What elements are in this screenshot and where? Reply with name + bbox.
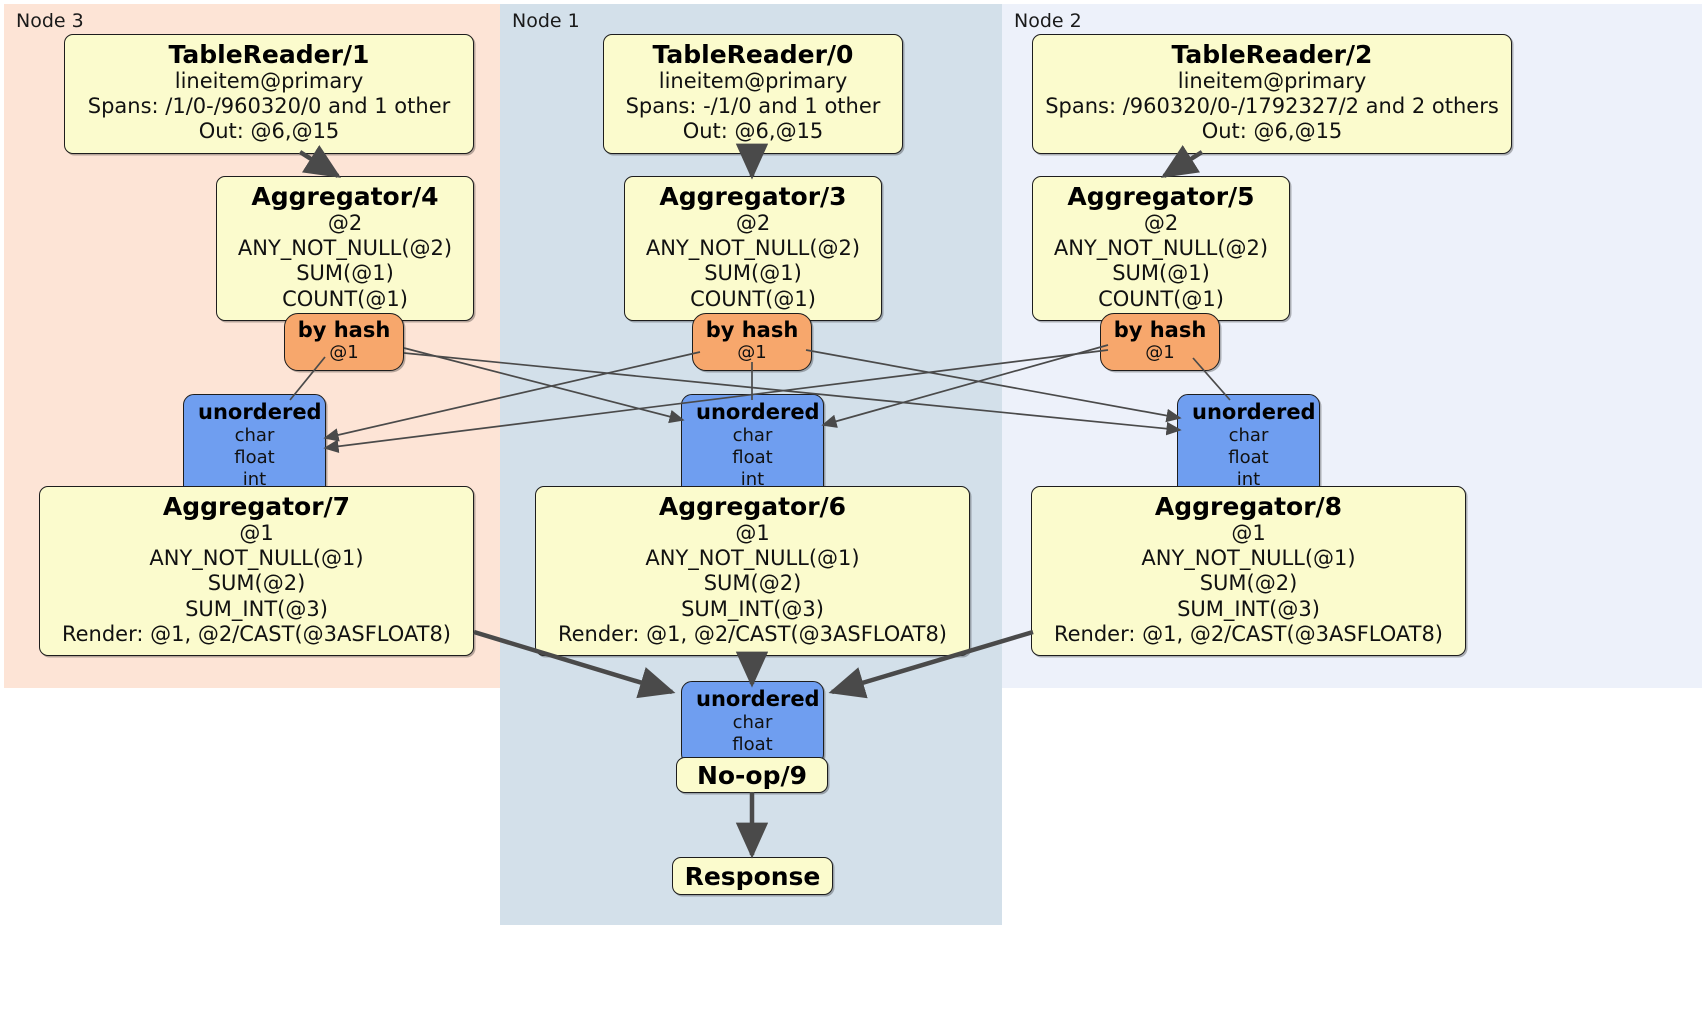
processor-aggregator-8[interactable]: Aggregator/8 @1 ANY_NOT_NULL(@1) SUM(@2)…: [1031, 486, 1466, 656]
processor-tablereader-2[interactable]: TableReader/2 lineitem@primary Spans: /9…: [1032, 34, 1512, 154]
synchronizer-unordered-final[interactable]: unordered char float: [681, 681, 824, 765]
processor-detail-spans: Spans: -/1/0 and 1 other: [625, 94, 881, 119]
processor-detail-spans: Spans: /960320/0-/1792327/2 and 2 others: [1045, 94, 1499, 119]
processor-detail-agg-3: SUM_INT(@3): [1177, 596, 1320, 621]
processor-title: Response: [684, 861, 821, 891]
synchronizer-title: unordered: [198, 400, 322, 424]
router-title: by hash: [705, 318, 799, 342]
processor-title: No-op/9: [696, 760, 808, 790]
processor-detail-agg-1: ANY_NOT_NULL(@1): [645, 546, 860, 571]
synchronizer-type-char: char: [732, 711, 773, 733]
synchronizer-type-float: float: [234, 446, 275, 468]
processor-title: Aggregator/4: [251, 182, 439, 211]
processor-detail-table: lineitem@primary: [1177, 69, 1367, 93]
processor-title: Aggregator/5: [1067, 182, 1255, 211]
processor-detail-agg-2: SUM(@1): [704, 261, 802, 286]
synchronizer-type-float: float: [1228, 446, 1269, 468]
processor-aggregator-4[interactable]: Aggregator/4 @2 ANY_NOT_NULL(@2) SUM(@1)…: [216, 176, 474, 321]
synchronizer-unordered-node2[interactable]: unordered char float int: [1177, 394, 1320, 500]
synchronizer-type-float: float: [732, 733, 773, 755]
processor-detail-agg-2: SUM(@2): [703, 571, 802, 596]
processor-detail-agg-3: COUNT(@1): [282, 286, 408, 311]
processor-detail-render: Render: @1, @2/CAST(@3ASFLOAT8): [61, 621, 452, 646]
router-detail-column: @1: [737, 342, 767, 364]
processor-no-op-9[interactable]: No-op/9: [676, 757, 828, 793]
processor-tablereader-1[interactable]: TableReader/1 lineitem@primary Spans: /1…: [64, 34, 474, 154]
processor-title: Aggregator/6: [658, 492, 847, 521]
processor-detail-spans: Spans: /1/0-/960320/0 and 1 other: [87, 94, 451, 119]
synchronizer-type-int: int: [242, 468, 267, 490]
processor-aggregator-6[interactable]: Aggregator/6 @1 ANY_NOT_NULL(@1) SUM(@2)…: [535, 486, 970, 656]
processor-detail-agg-2: SUM(@2): [1199, 571, 1298, 596]
processor-detail-groupcol: @2: [327, 211, 363, 235]
processor-detail-out: Out: @6,@15: [1201, 119, 1343, 144]
processor-response[interactable]: Response: [672, 857, 833, 895]
processor-title: TableReader/0: [652, 40, 854, 69]
processor-detail-agg-3: COUNT(@1): [690, 286, 816, 311]
router-title: by hash: [297, 318, 391, 342]
processor-detail-agg-2: SUM(@1): [296, 261, 394, 286]
processor-detail-render: Render: @1, @2/CAST(@3ASFLOAT8): [557, 621, 948, 646]
processor-detail-agg-3: SUM_INT(@3): [681, 596, 824, 621]
synchronizer-type-int: int: [740, 468, 765, 490]
synchronizer-type-char: char: [732, 424, 773, 446]
router-by-hash-node1[interactable]: by hash @1: [692, 313, 812, 371]
router-title: by hash: [1113, 318, 1207, 342]
processor-aggregator-3[interactable]: Aggregator/3 @2 ANY_NOT_NULL(@2) SUM(@1)…: [624, 176, 882, 321]
synchronizer-title: unordered: [696, 687, 820, 711]
node-panel-label-node2: Node 2: [1014, 10, 1082, 32]
processor-detail-groupcol: @2: [1143, 211, 1179, 235]
processor-detail-agg-1: ANY_NOT_NULL(@2): [237, 236, 453, 261]
synchronizer-type-char: char: [1228, 424, 1269, 446]
processor-tablereader-0[interactable]: TableReader/0 lineitem@primary Spans: -/…: [603, 34, 903, 154]
node-panel-label-node3: Node 3: [16, 10, 84, 32]
processor-detail-groupcol: @1: [239, 521, 274, 545]
synchronizer-unordered-node3[interactable]: unordered char float int: [183, 394, 326, 500]
processor-detail-agg-3: SUM_INT(@3): [185, 596, 328, 621]
processor-detail-agg-1: ANY_NOT_NULL(@1): [149, 546, 364, 571]
processor-aggregator-5[interactable]: Aggregator/5 @2 ANY_NOT_NULL(@2) SUM(@1)…: [1032, 176, 1290, 321]
processor-detail-agg-1: ANY_NOT_NULL(@2): [645, 236, 861, 261]
router-by-hash-node2[interactable]: by hash @1: [1100, 313, 1220, 371]
processor-title: Aggregator/3: [659, 182, 847, 211]
router-by-hash-node3[interactable]: by hash @1: [284, 313, 404, 371]
processor-detail-out: Out: @6,@15: [198, 119, 340, 144]
processor-detail-agg-2: SUM(@1): [1112, 261, 1210, 286]
synchronizer-type-char: char: [234, 424, 275, 446]
processor-title: TableReader/2: [1171, 40, 1373, 69]
processor-detail-agg-1: ANY_NOT_NULL(@2): [1053, 236, 1269, 261]
router-detail-column: @1: [1145, 342, 1175, 364]
processor-detail-agg-1: ANY_NOT_NULL(@1): [1141, 546, 1356, 571]
processor-detail-agg-3: COUNT(@1): [1098, 286, 1224, 311]
processor-title: TableReader/1: [168, 40, 370, 69]
router-detail-column: @1: [329, 342, 359, 364]
synchronizer-unordered-node1[interactable]: unordered char float int: [681, 394, 824, 500]
processor-detail-render: Render: @1, @2/CAST(@3ASFLOAT8): [1053, 621, 1444, 646]
processor-aggregator-7[interactable]: Aggregator/7 @1 ANY_NOT_NULL(@1) SUM(@2)…: [39, 486, 474, 656]
processor-detail-table: lineitem@primary: [658, 69, 848, 93]
synchronizer-title: unordered: [1192, 400, 1316, 424]
synchronizer-type-float: float: [732, 446, 773, 468]
processor-detail-groupcol: @2: [735, 211, 771, 235]
processor-title: Aggregator/8: [1154, 492, 1343, 521]
processor-detail-table: lineitem@primary: [174, 69, 364, 93]
processor-detail-agg-2: SUM(@2): [207, 571, 306, 596]
processor-detail-groupcol: @1: [1231, 521, 1266, 545]
synchronizer-title: unordered: [696, 400, 820, 424]
processor-detail-out: Out: @6,@15: [682, 119, 824, 144]
synchronizer-type-int: int: [1236, 468, 1261, 490]
processor-detail-groupcol: @1: [735, 521, 770, 545]
node-panel-label-node1: Node 1: [512, 10, 580, 32]
processor-title: Aggregator/7: [162, 492, 351, 521]
